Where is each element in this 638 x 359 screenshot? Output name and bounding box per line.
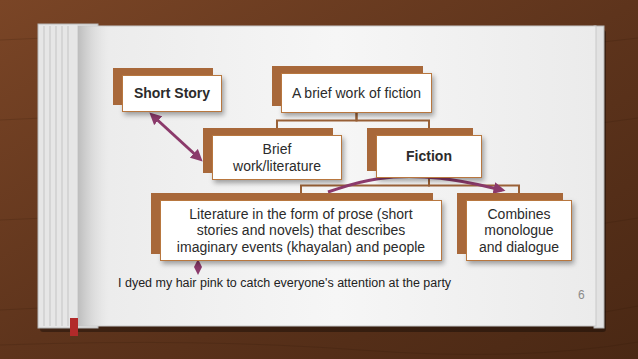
arrow-connector xyxy=(328,177,502,192)
tree-connector xyxy=(277,113,357,128)
definition-box: A brief work of fiction xyxy=(281,73,432,113)
box-text: Brief work/literature xyxy=(221,141,333,173)
term-box: Brief work/literature xyxy=(212,135,342,180)
box-text: Short Story xyxy=(134,85,210,101)
bookmark-ribbon xyxy=(70,318,78,336)
arrow-connector xyxy=(152,115,200,159)
term-box: Fiction xyxy=(376,135,482,178)
definition-box: Literature in the form of prose (short s… xyxy=(160,200,442,261)
page-number: 6 xyxy=(578,288,585,302)
box-text: Fiction xyxy=(406,148,452,164)
page-fold xyxy=(78,26,108,326)
example-note: I dyed my hair pink to catch everyone's … xyxy=(118,276,451,290)
tree-connector xyxy=(429,178,519,193)
title-box: Short Story xyxy=(122,75,222,112)
book-page xyxy=(78,26,596,326)
box-text: Combines monologue and dialogue xyxy=(475,206,563,254)
box-text: A brief work of fiction xyxy=(292,85,421,101)
tree-connector xyxy=(357,113,430,128)
box-text: Literature in the form of prose (short s… xyxy=(169,206,433,254)
leader-arrow xyxy=(197,263,199,271)
feature-box: Combines monologue and dialogue xyxy=(466,200,572,261)
page-edges xyxy=(44,26,68,326)
